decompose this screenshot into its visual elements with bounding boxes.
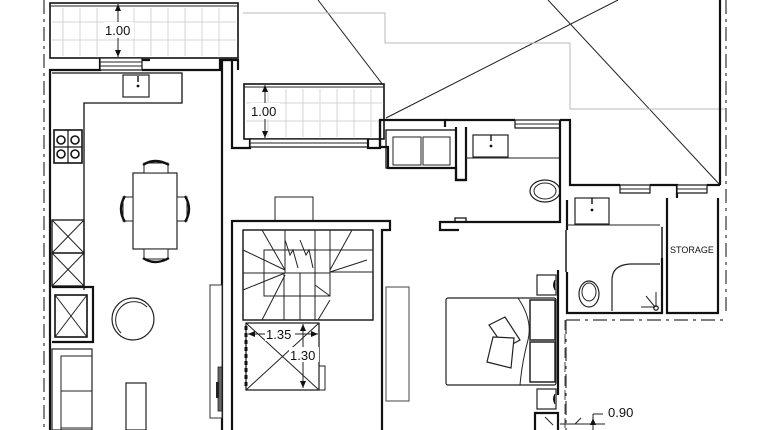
kitchen-sink [122,74,150,98]
ensuite [565,183,720,315]
dimension-label: 1.30 [290,348,315,363]
dining-table [119,159,191,264]
balcony-left: 1.00 [49,2,239,59]
nightstand [536,274,557,296]
drain-icon [653,305,659,311]
cushion [486,336,515,369]
pillow [529,341,556,383]
dining-chair [119,195,134,223]
property-boundary [43,0,727,430]
staircase [230,196,392,430]
appliance-cabinet [51,219,85,287]
coffee-table [125,382,147,430]
dining-chair [142,159,170,174]
nightstand [536,388,557,410]
balcony-middle: 1.00 [243,83,385,140]
dimension-label: 0.90 [608,405,633,420]
cooktop-icon [53,129,83,164]
pillow [529,299,556,341]
bathroom [378,118,585,232]
round-side-table [111,297,155,341]
toilet-icon [529,179,561,203]
bed [445,297,557,386]
appliance-cabinet [52,285,95,344]
wardrobe-panel [385,286,410,402]
dimension-bottom-right: 0.90 [560,405,633,430]
roof-lines [243,0,725,186]
shaft-void: 1.35 1.30 [244,322,326,391]
dining-chair [142,248,170,264]
dimension-label: 1.00 [251,104,276,119]
storage-room: STORAGE [665,198,720,315]
room-label-storage: STORAGE [670,245,714,255]
shower [611,263,660,311]
dimension-label: 1.00 [105,23,130,38]
toilet-icon [578,280,600,308]
dimension-label: 1.35 [266,327,291,342]
exterior-walls [48,57,447,430]
sofa [51,348,93,430]
dining-chair [176,195,191,223]
tv-unit [209,284,223,419]
kitchen [51,72,183,344]
bedroom [445,270,566,430]
